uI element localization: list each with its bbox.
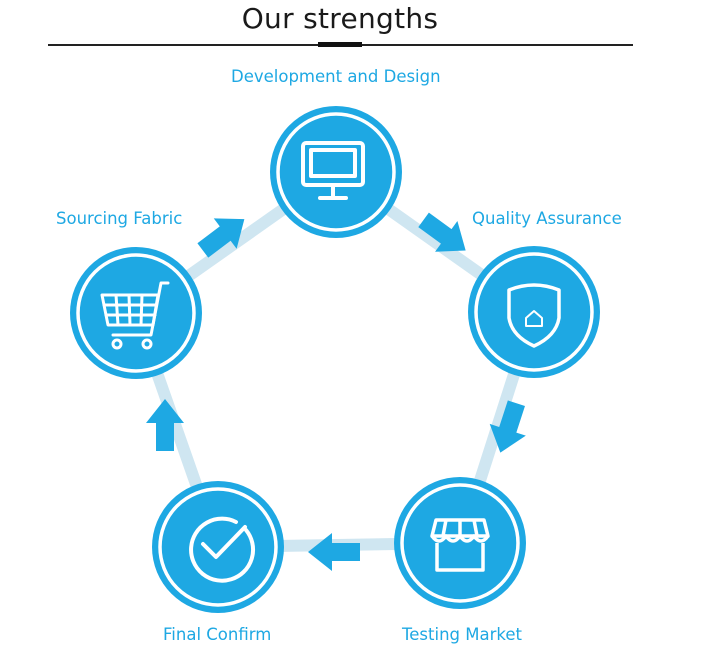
- page-title: Our strengths: [241, 2, 439, 35]
- storefront-icon: [430, 518, 490, 572]
- monitor-icon: [301, 141, 365, 200]
- title-underline-accent: [318, 42, 362, 47]
- step-label-development-and-design: Development and Design: [231, 67, 441, 86]
- step-label-sourcing-fabric: Sourcing Fabric: [56, 209, 183, 228]
- step-label-testing-market: Testing Market: [402, 625, 522, 644]
- step-label-final-confirm: Final Confirm: [163, 625, 272, 644]
- step-development-and-design: [270, 106, 402, 238]
- checkmark-icon: [189, 516, 256, 583]
- shopping-cart-icon: [100, 281, 170, 350]
- shield-icon: [507, 283, 561, 348]
- step-sourcing-fabric: [70, 247, 202, 379]
- step-testing-market: [394, 477, 526, 609]
- arrow-testing-to-final: [308, 533, 360, 571]
- step-final-confirm: [152, 481, 284, 613]
- step-label-quality-assurance: Quality Assurance: [472, 209, 622, 228]
- step-quality-assurance: [468, 246, 600, 378]
